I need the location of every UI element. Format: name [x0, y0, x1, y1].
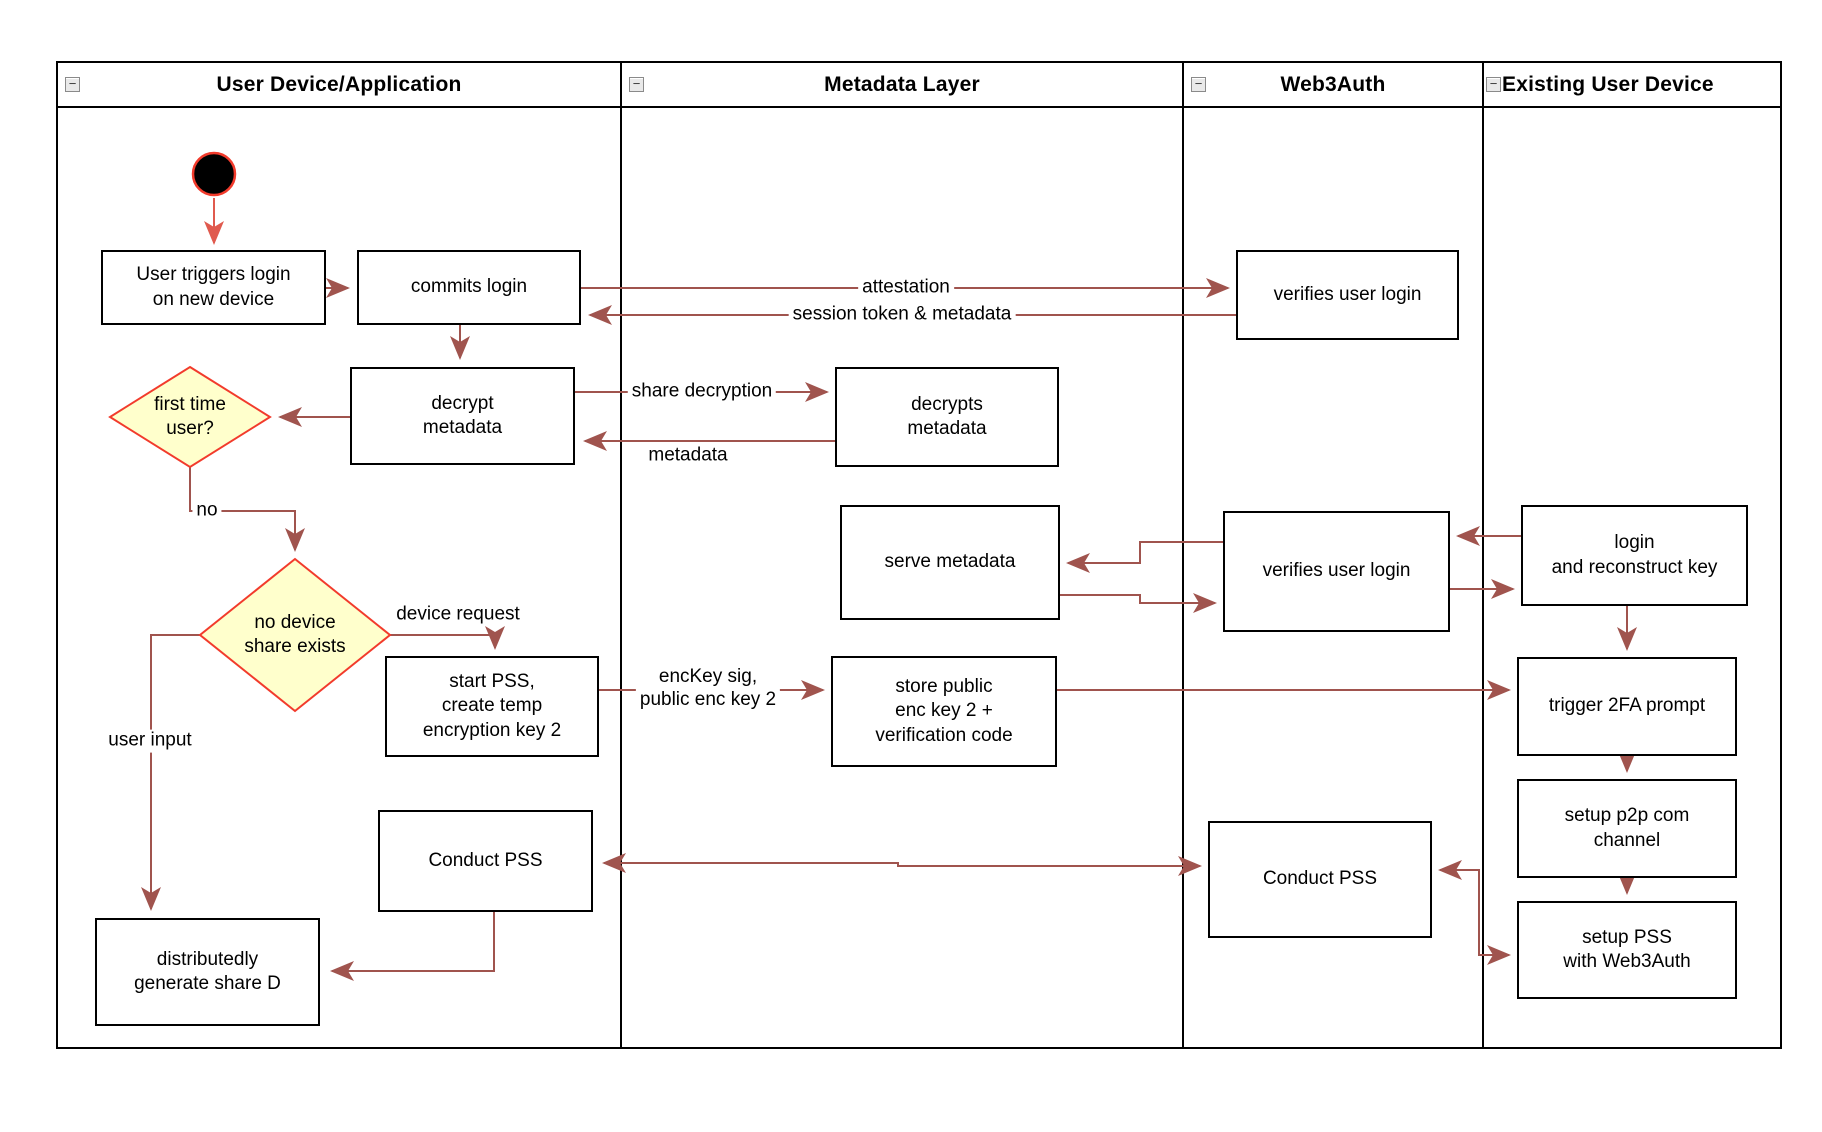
node-serve-metadata[interactable]: serve metadata: [840, 505, 1060, 620]
decision-label-first-time-user: first time user?: [154, 394, 226, 439]
collapse-minus-icon[interactable]: −: [65, 77, 80, 92]
lane-header-existing-device: Existing User Device: [1502, 62, 1781, 107]
edge-label-no: no: [192, 499, 222, 523]
node-start-pss[interactable]: start PSS, create temp encryption key 2: [385, 656, 599, 757]
node-user-triggers-login[interactable]: User triggers login on new device: [101, 250, 326, 325]
edge-label-share-decryption: share decryption: [627, 380, 777, 404]
collapse-minus-icon[interactable]: −: [1486, 77, 1501, 92]
node-decrypt-metadata[interactable]: decrypt metadata: [350, 367, 575, 465]
lane-header-web3auth: Web3Auth: [1183, 62, 1483, 107]
lane-title-existing-device: Existing User Device: [1502, 72, 1714, 96]
edge-label-user-input: user input: [104, 729, 196, 753]
lane-header-user-device: User Device/Application: [57, 62, 621, 107]
node-store-public-enc-key[interactable]: store public enc key 2 + verification co…: [831, 656, 1057, 767]
edge-serve-to-verifies2: [1060, 593, 1217, 613]
decision-no-device-share[interactable]: [198, 557, 392, 713]
edge-conduct1-to-distributedly: [330, 912, 495, 981]
collapse-minus-icon[interactable]: −: [629, 77, 644, 92]
decision-label-no-device-share: no device share exists: [244, 612, 346, 657]
edge-label-enckey: encKey sig, public enc key 2: [635, 666, 781, 712]
node-commits-login[interactable]: commits login: [357, 250, 581, 325]
edge-label-session-token: session token & metadata: [788, 303, 1016, 327]
node-verifies-user-login-1[interactable]: verifies user login: [1236, 250, 1459, 340]
node-distributedly-generate[interactable]: distributedly generate share D: [95, 918, 320, 1026]
lane-title-metadata-layer: Metadata Layer: [824, 72, 980, 96]
edge-label-metadata: metadata: [648, 444, 728, 466]
lane-title-user-device: User Device/Application: [216, 72, 462, 96]
node-decrypts-metadata[interactable]: decrypts metadata: [835, 367, 1059, 467]
edge-verifies2-to-serve: [1066, 541, 1223, 573]
edge-label-device-request: device request: [396, 603, 520, 625]
node-setup-p2p-channel[interactable]: setup p2p com channel: [1517, 779, 1737, 878]
lane-title-web3auth: Web3Auth: [1280, 72, 1386, 96]
edge-label-attestation: attestation: [858, 276, 954, 300]
node-conduct-pss-web3auth[interactable]: Conduct PSS: [1208, 821, 1432, 938]
edge-device-request: [390, 626, 505, 650]
pool-border: [56, 61, 1782, 1049]
node-login-reconstruct-key[interactable]: login and reconstruct key: [1521, 505, 1748, 606]
start-node[interactable]: [191, 151, 237, 197]
node-trigger-2fa-prompt[interactable]: trigger 2FA prompt: [1517, 657, 1737, 756]
node-setup-pss-web3auth[interactable]: setup PSS with Web3Auth: [1517, 901, 1737, 999]
edge-conduct-pss-link: [602, 853, 1202, 876]
lane-header-metadata-layer: Metadata Layer: [621, 62, 1183, 107]
collapse-minus-icon[interactable]: −: [1191, 77, 1206, 92]
node-verifies-user-login-2[interactable]: verifies user login: [1223, 511, 1450, 632]
edge-no-branch: [189, 467, 305, 552]
node-conduct-pss-user[interactable]: Conduct PSS: [378, 810, 593, 912]
decision-first-time-user[interactable]: [108, 365, 272, 469]
edge-conduct3-setup-pss: [1438, 860, 1511, 965]
edge-user-input: [141, 634, 200, 911]
